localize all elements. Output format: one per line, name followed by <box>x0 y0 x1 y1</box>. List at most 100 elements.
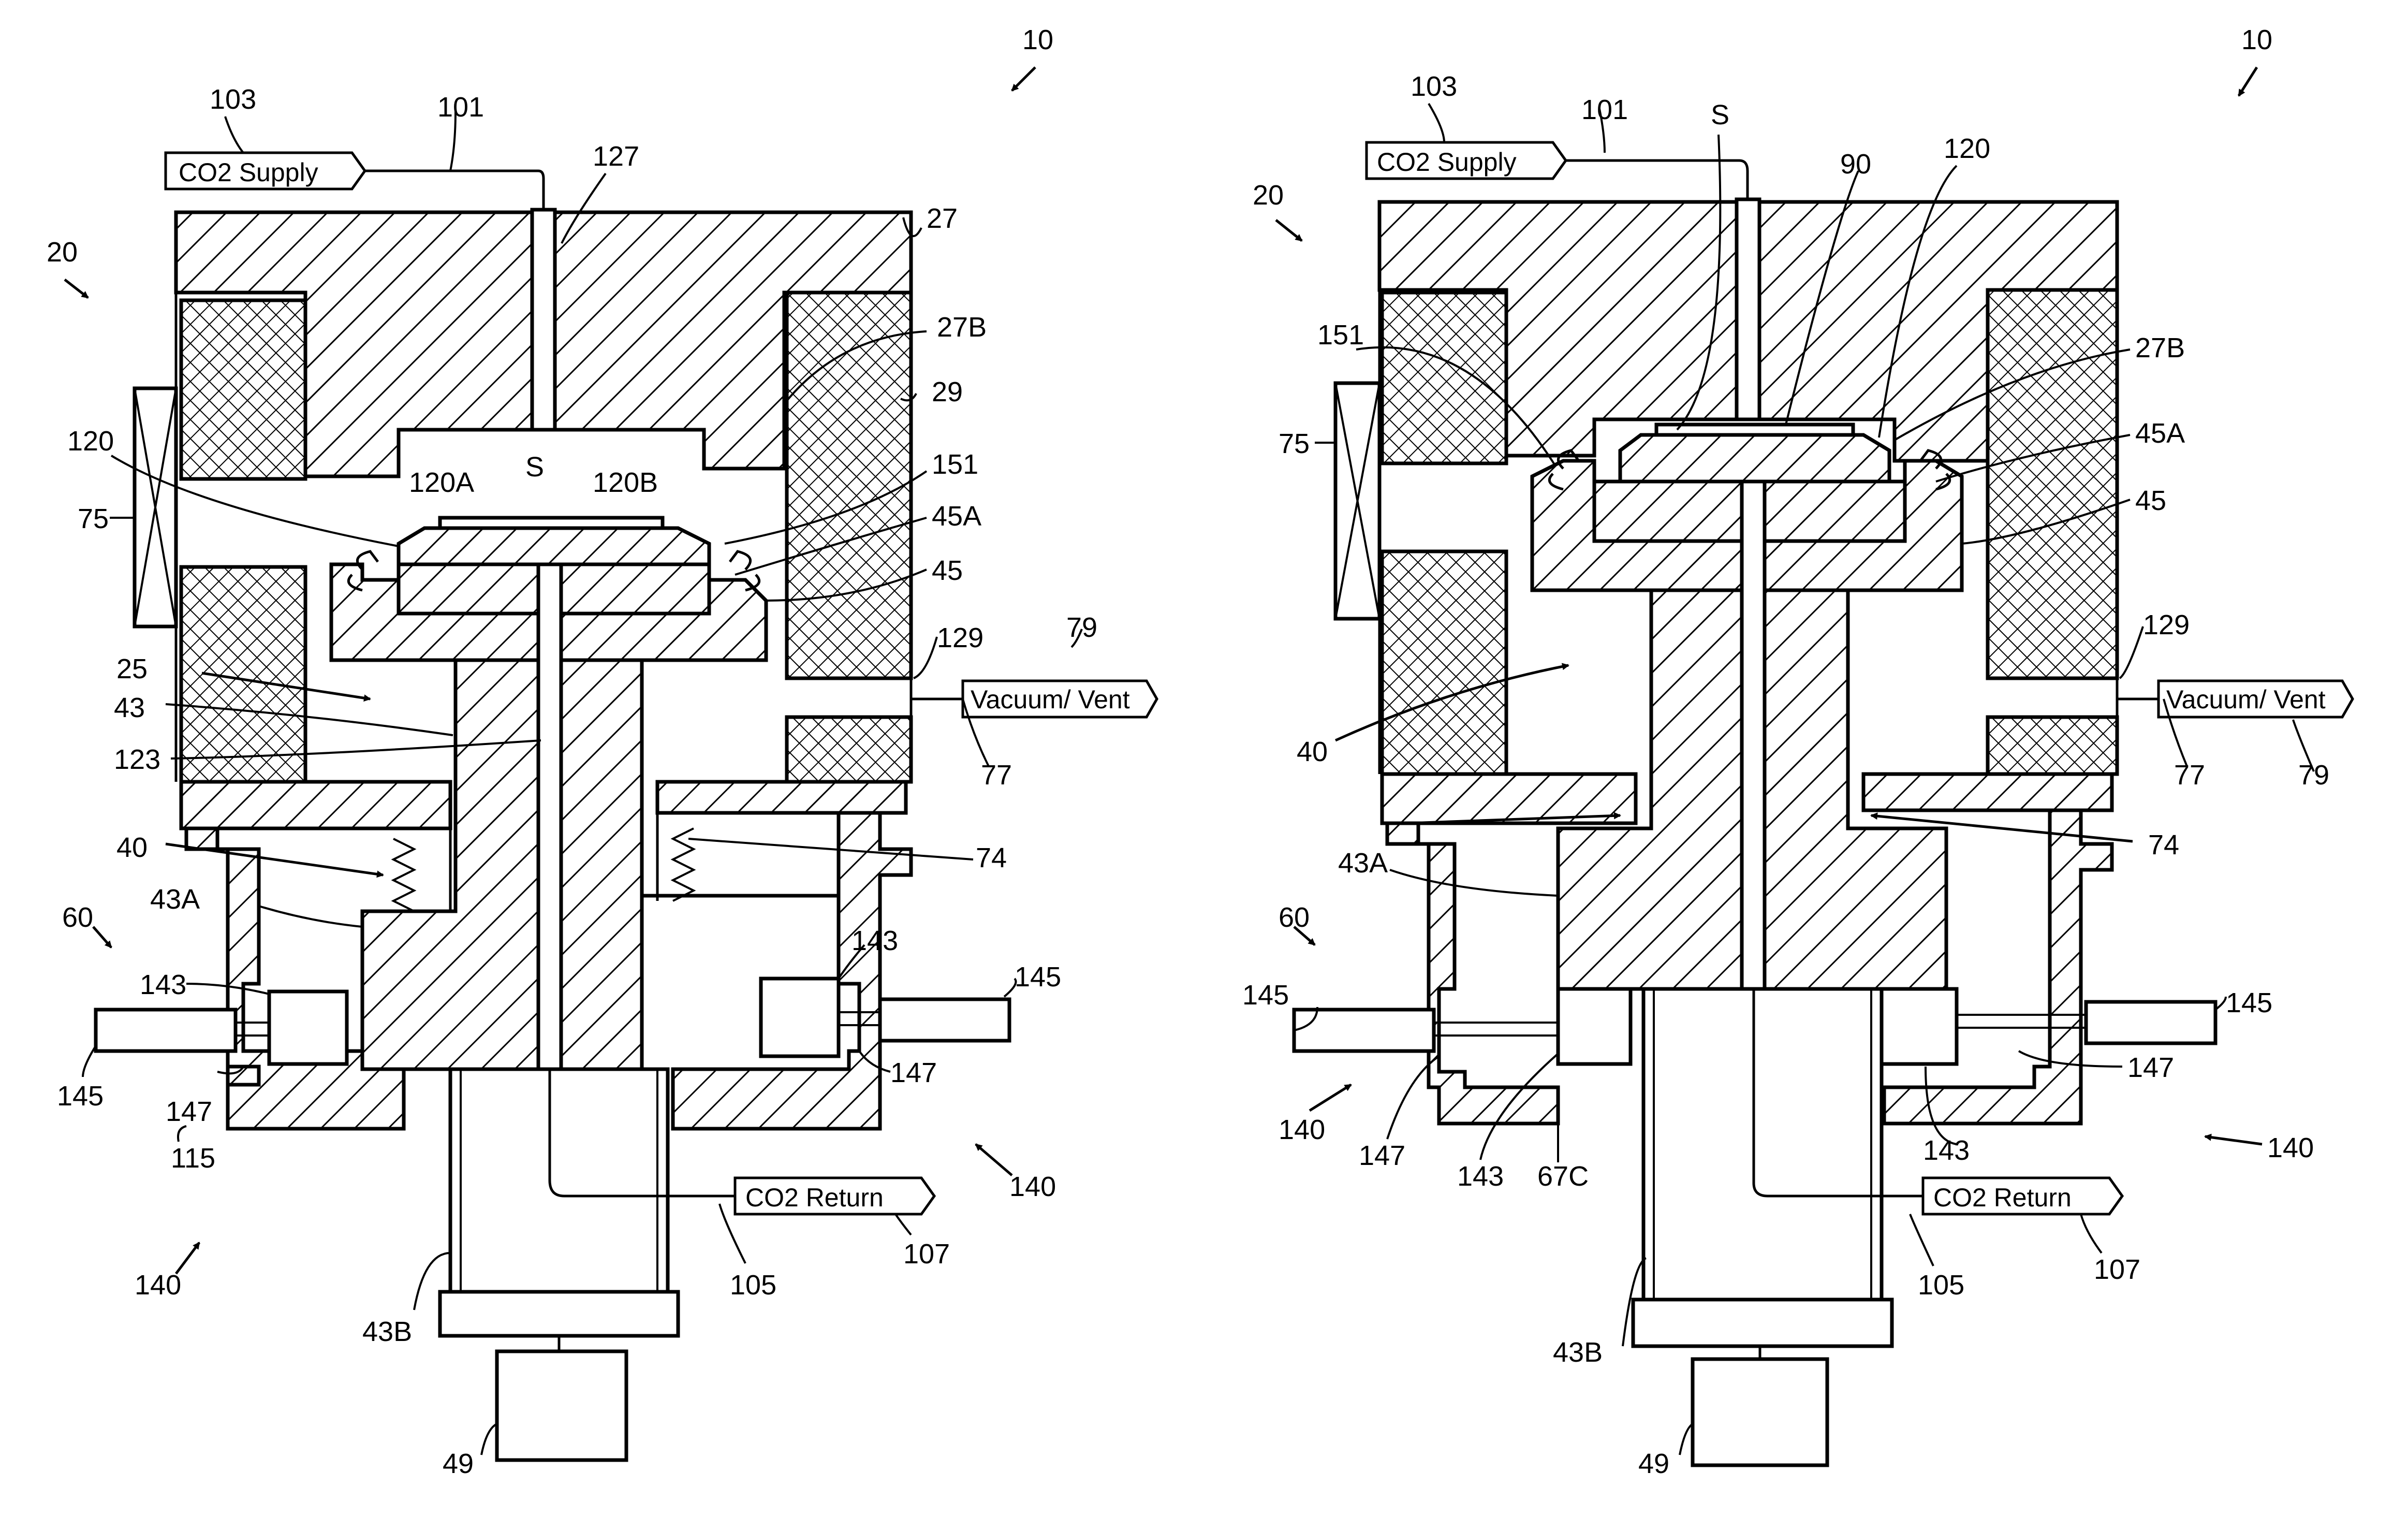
left-supply-channel <box>532 210 555 430</box>
left-holder-120 <box>399 528 709 564</box>
right-ref-10: 10 <box>2241 24 2272 55</box>
left-ref-10: 10 <box>1022 24 1053 55</box>
left-ref-140a: 140 <box>135 1270 181 1301</box>
right-ref-147b: 147 <box>2127 1052 2174 1083</box>
left-ref-145a: 145 <box>57 1081 104 1112</box>
left-ref-103: 103 <box>210 84 256 115</box>
left-ref-101: 101 <box>437 92 484 123</box>
right-tag-co2-return: CO2 Return <box>1923 1178 2122 1214</box>
left-ref-145b: 145 <box>1015 961 1061 993</box>
left-ref-127: 127 <box>593 141 639 172</box>
right-shaft-43b <box>1643 989 1882 1300</box>
right-supply-channel <box>1737 199 1759 419</box>
left-sensor-143-right <box>761 979 839 1056</box>
left-ref-20: 20 <box>47 237 78 268</box>
right-substrate-s <box>1656 425 1853 435</box>
left-shaft-plate <box>440 1292 678 1336</box>
left-ref-25: 25 <box>116 653 148 684</box>
right-ref-77: 77 <box>2174 760 2205 791</box>
right-ref-67c: 67C <box>1537 1161 1589 1192</box>
left-ref-43b: 43B <box>362 1316 412 1347</box>
left-magnet-right-lower <box>787 717 911 782</box>
left-ref-79: 79 <box>1066 612 1097 643</box>
left-magnet-upper-left <box>181 300 305 479</box>
right-magnet-upper-left <box>1382 293 1506 463</box>
left-co2-supply-text: CO2 Supply <box>179 158 318 187</box>
left-ref-107: 107 <box>903 1238 950 1270</box>
left-ref-143a: 143 <box>140 969 186 1000</box>
right-ref-45: 45 <box>2135 485 2166 516</box>
left-vacuum-vent-text: Vacuum/ Vent <box>971 685 1130 714</box>
left-ref-147a: 147 <box>166 1096 212 1127</box>
right-tag-vacuum-vent: Vacuum/ Vent <box>2159 681 2353 717</box>
right-co2-supply-text: CO2 Supply <box>1377 148 1517 177</box>
right-ref-151: 151 <box>1317 319 1364 351</box>
left-ref-49: 49 <box>443 1448 474 1479</box>
right-ref-43b: 43B <box>1553 1337 1603 1368</box>
right-ref-90: 90 <box>1840 149 1871 180</box>
left-ref-27b: 27B <box>937 312 987 343</box>
right-tag-co2-supply: CO2 Supply <box>1367 142 1566 179</box>
left-ref-29: 29 <box>932 376 963 407</box>
left-ref-43: 43 <box>114 692 145 723</box>
left-magnet-lower-left <box>181 567 305 782</box>
left-port-145-left <box>96 1010 236 1051</box>
right-magnet-right-lower <box>1988 717 2117 774</box>
left-ref-77: 77 <box>981 760 1012 791</box>
left-lower-plate-right <box>657 782 906 813</box>
left-ref-40: 40 <box>116 832 148 863</box>
right-sensor-143-right <box>1879 989 1957 1064</box>
left-sensor-143-left <box>269 991 347 1064</box>
right-ref-120: 120 <box>1944 133 1990 164</box>
left-ref-74: 74 <box>976 842 1007 873</box>
right-ref-60: 60 <box>1279 902 1310 933</box>
right-ref-75: 75 <box>1279 428 1310 459</box>
left-ref-123: 123 <box>114 744 160 775</box>
left-ref-115: 115 <box>171 1143 215 1174</box>
right-sensor-143-left <box>1558 989 1631 1064</box>
right-ref-145a: 145 <box>1242 980 1289 1011</box>
right-ref-143b: 143 <box>1923 1135 1970 1166</box>
right-ref-101: 101 <box>1581 94 1628 125</box>
left-ref-120: 120 <box>67 426 114 457</box>
left-ref-45a: 45A <box>932 501 981 532</box>
right-ref-107: 107 <box>2094 1254 2140 1285</box>
left-tag-co2-return: CO2 Return <box>735 1178 934 1214</box>
right-return-channel <box>1742 482 1765 989</box>
right-ref-147a: 147 <box>1359 1140 1405 1171</box>
right-magnet-right-upper <box>1988 290 2117 678</box>
right-ref-43a: 43A <box>1338 848 1388 879</box>
left-motor-49 <box>497 1351 626 1460</box>
right-ref-103: 103 <box>1411 71 1457 102</box>
left-ref-147b: 147 <box>890 1057 937 1088</box>
left-ref-151: 151 <box>932 449 978 480</box>
left-co2-return-text: CO2 Return <box>745 1183 884 1212</box>
left-ref-120b: 120B <box>593 467 658 498</box>
right-ref-49: 49 <box>1638 1448 1669 1479</box>
right-ref-79: 79 <box>2298 760 2329 791</box>
left-ref-75: 75 <box>78 503 109 534</box>
right-ref-140a: 140 <box>1279 1114 1325 1145</box>
right-shaft-plate <box>1633 1300 1892 1346</box>
left-ref-105: 105 <box>730 1270 776 1301</box>
left-ref-s: S <box>525 451 544 483</box>
right-ref-140b: 140 <box>2267 1132 2314 1163</box>
right-port-145-right <box>2086 1002 2215 1043</box>
right-ref-74: 74 <box>2148 829 2179 861</box>
right-magnet-lower-left <box>1382 551 1506 774</box>
left-lower-plate-left <box>181 782 450 828</box>
left-ref-140b: 140 <box>1009 1171 1056 1202</box>
right-vacuum-vent-text: Vacuum/ Vent <box>2166 685 2326 714</box>
right-motor-49 <box>1693 1359 1827 1465</box>
left-ref-143b: 143 <box>851 925 898 956</box>
right-holder-120 <box>1620 435 1889 482</box>
right-ref-40: 40 <box>1297 736 1328 767</box>
left-shaft-43b <box>450 1069 668 1292</box>
right-ref-105: 105 <box>1918 1270 1964 1301</box>
left-lower-housing-right <box>673 813 911 1129</box>
right-lower-plate-right <box>1863 774 2112 810</box>
left-ref-45: 45 <box>932 555 963 586</box>
left-tag-vacuum-vent: Vacuum/ Vent <box>963 681 1157 717</box>
left-port-145-right <box>880 999 1009 1041</box>
